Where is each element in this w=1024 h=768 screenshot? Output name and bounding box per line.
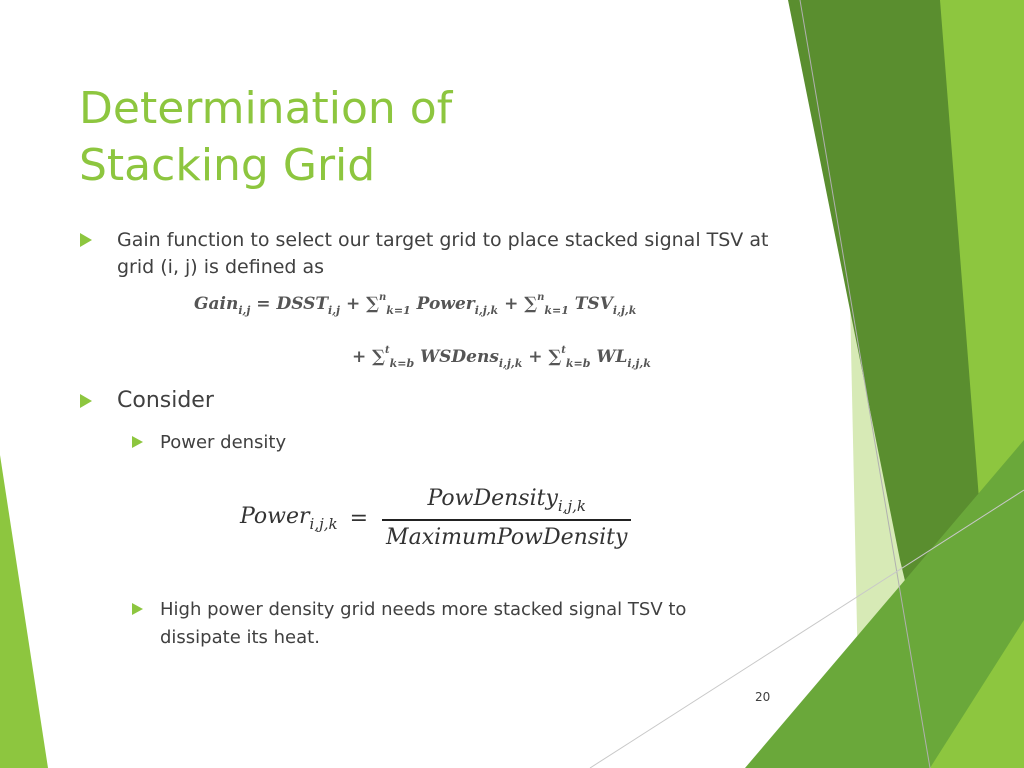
eq-sub: i,j,k bbox=[474, 304, 499, 317]
power-equation: Poweri,j,k = PowDensityi,j,k MaximumPowD… bbox=[240, 486, 632, 550]
eq-sub: i,j bbox=[238, 304, 251, 317]
eq-sub: k=1 bbox=[386, 304, 411, 317]
eq-sub: i,j bbox=[328, 304, 341, 317]
eq-sup: t bbox=[384, 345, 390, 356]
eq-plus: + bbox=[528, 347, 543, 367]
bullet-text: High power density grid needs more stack… bbox=[160, 599, 687, 648]
fraction: PowDensityi,j,k MaximumPowDensity bbox=[382, 486, 632, 550]
sub-bullet-high-power: High power density grid needs more stack… bbox=[132, 596, 772, 652]
sum-symbol: ∑ bbox=[548, 347, 562, 367]
fraction-denominator: MaximumPowDensity bbox=[382, 519, 632, 550]
title-line-1: Determination of bbox=[79, 83, 453, 134]
eq-term: DSST bbox=[276, 294, 329, 314]
sum-symbol: ∑ bbox=[366, 294, 379, 314]
gain-equation-line-1: Gaini,j = DSSTi,j + ∑nk=1 Poweri,j,k + ∑… bbox=[194, 292, 636, 317]
eq-sign: = bbox=[349, 505, 369, 531]
fraction-numerator: PowDensityi,j,k bbox=[423, 486, 590, 519]
eq-plus: + bbox=[352, 347, 367, 367]
eq-term: WL bbox=[596, 347, 628, 367]
bullet-gain-function: Gain function to select our target grid … bbox=[80, 227, 800, 281]
eq-term: Power bbox=[416, 294, 475, 314]
triangle-bullet-icon bbox=[132, 603, 143, 615]
gain-equation-line-2: + ∑tk=b WSDensi,j,k + ∑tk=b WLi,j,k bbox=[352, 345, 651, 370]
decorative-line-2 bbox=[589, 489, 1024, 768]
eq-term: Power bbox=[240, 503, 310, 529]
eq-term: PowDensity bbox=[427, 486, 558, 511]
eq-term: Gain bbox=[194, 294, 239, 314]
eq-term: WSDens bbox=[420, 347, 499, 367]
eq-sup: n bbox=[378, 292, 387, 303]
eq-sub: k=b bbox=[565, 357, 591, 370]
eq-sub: i,j,k bbox=[309, 514, 338, 533]
eq-sub: k=1 bbox=[544, 304, 569, 317]
eq-sub: i,j,k bbox=[627, 357, 651, 370]
sub-bullet-power-density: Power density bbox=[132, 430, 286, 456]
triangle-bullet-icon bbox=[132, 436, 143, 448]
eq-sign: = bbox=[256, 294, 271, 314]
bullet-text: Power density bbox=[160, 432, 287, 453]
bottom-right-bright-shape bbox=[930, 620, 1024, 768]
bullet-text: Consider bbox=[117, 388, 214, 413]
bottom-right-green-triangle bbox=[745, 440, 1024, 768]
triangle-bullet-icon bbox=[80, 233, 92, 247]
sum-symbol: ∑ bbox=[372, 347, 385, 367]
eq-sub: i,j,k bbox=[498, 357, 523, 370]
title-line-2: Stacking Grid bbox=[79, 140, 376, 191]
left-green-sliver bbox=[0, 455, 48, 768]
sum-symbol: ∑ bbox=[524, 294, 538, 314]
eq-plus: + bbox=[504, 294, 519, 314]
page-number: 20 bbox=[755, 690, 771, 704]
decorative-line-1 bbox=[799, 0, 931, 768]
eq-sup: t bbox=[561, 345, 566, 356]
bullet-text: Gain function to select our target grid … bbox=[117, 229, 769, 278]
eq-sub: i,j,k bbox=[557, 497, 586, 515]
eq-plus: + bbox=[345, 294, 361, 314]
eq-term: TSV bbox=[574, 294, 613, 314]
triangle-bullet-icon bbox=[80, 394, 92, 408]
eq-sub: k=b bbox=[389, 357, 415, 370]
eq-sup: n bbox=[537, 292, 545, 303]
slide-title: Determination of Stacking Grid bbox=[79, 80, 639, 194]
eq-term: Poweri,j,k bbox=[240, 504, 338, 533]
eq-sub: i,j,k bbox=[612, 304, 637, 317]
bullet-consider: Consider bbox=[80, 386, 214, 416]
